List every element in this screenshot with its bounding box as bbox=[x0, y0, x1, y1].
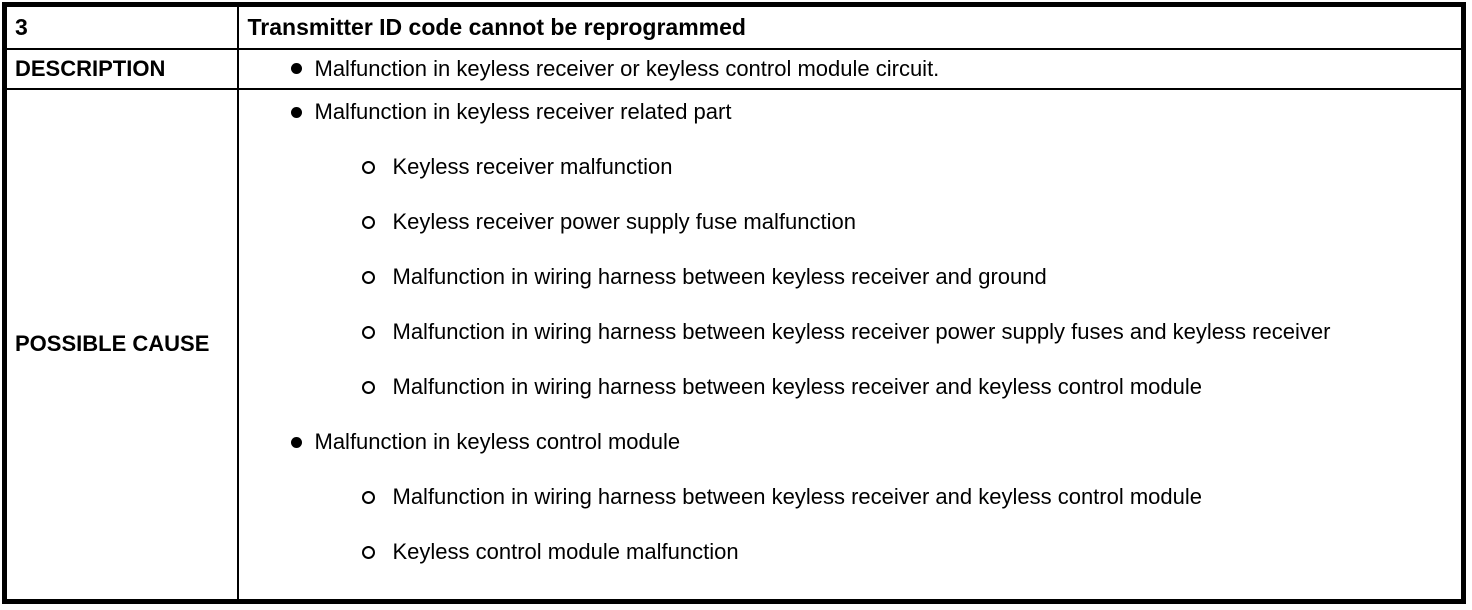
circle-bullet-icon bbox=[361, 325, 375, 339]
possible-cause-list: Malfunction in keyless receiver related … bbox=[240, 91, 1462, 567]
list-item: Malfunction in keyless receiver or keyle… bbox=[290, 54, 1462, 84]
symptom-code: 3 bbox=[3, 3, 239, 50]
list-item-text: Malfunction in wiring harness between ke… bbox=[392, 373, 1203, 399]
list-item: Malfunction in wiring harness between ke… bbox=[361, 482, 1462, 512]
list-item-text: Malfunction in wiring harness between ke… bbox=[392, 318, 1331, 344]
filled-bullet-icon bbox=[290, 436, 302, 448]
list-item: Malfunction in wiring harness between ke… bbox=[361, 372, 1462, 402]
list-item: Malfunction in keyless receiver related … bbox=[290, 97, 1462, 127]
description-cell: Malfunction in keyless receiver or keyle… bbox=[236, 47, 1465, 90]
list-item-text: Malfunction in keyless control module bbox=[314, 428, 681, 454]
filled-bullet-icon bbox=[290, 106, 302, 118]
circle-bullet-icon bbox=[361, 270, 375, 284]
list-item-text: Malfunction in wiring harness between ke… bbox=[392, 483, 1203, 509]
circle-bullet-icon bbox=[361, 380, 375, 394]
table-row-header: 3 Transmitter ID code cannot be reprogra… bbox=[3, 3, 1465, 50]
circle-bullet-icon bbox=[361, 490, 375, 504]
list-item: Malfunction in keyless control module bbox=[290, 427, 1462, 457]
list-item: Malfunction in wiring harness between ke… bbox=[361, 262, 1462, 292]
list-item-text: Malfunction in wiring harness between ke… bbox=[392, 263, 1047, 289]
list-item-text: Malfunction in keyless receiver related … bbox=[314, 98, 732, 124]
list-item-text: Keyless control module malfunction bbox=[392, 538, 739, 564]
description-label: DESCRIPTION bbox=[3, 47, 239, 90]
list-item-text: Keyless receiver power supply fuse malfu… bbox=[392, 208, 856, 234]
list-item-text: Keyless receiver malfunction bbox=[392, 153, 673, 179]
circle-bullet-icon bbox=[361, 160, 375, 174]
list-item: Keyless receiver malfunction bbox=[361, 152, 1462, 182]
table-row-description: DESCRIPTION Malfunction in keyless recei… bbox=[3, 47, 1465, 90]
symptom-title: Transmitter ID code cannot be reprogramm… bbox=[236, 3, 1465, 50]
list-item: Malfunction in wiring harness between ke… bbox=[361, 317, 1462, 347]
possible-cause-label: POSSIBLE CAUSE bbox=[3, 87, 239, 603]
circle-bullet-icon bbox=[361, 545, 375, 559]
list-item: Keyless control module malfunction bbox=[361, 537, 1462, 567]
description-text: Malfunction in keyless receiver or keyle… bbox=[314, 55, 940, 81]
circle-bullet-icon bbox=[361, 215, 375, 229]
filled-bullet-icon bbox=[290, 63, 302, 74]
list-item: Keyless receiver power supply fuse malfu… bbox=[361, 207, 1462, 237]
table-row-possible-cause: POSSIBLE CAUSE Malfunction in keyless re… bbox=[3, 87, 1465, 603]
possible-cause-cell: Malfunction in keyless receiver related … bbox=[236, 87, 1465, 603]
